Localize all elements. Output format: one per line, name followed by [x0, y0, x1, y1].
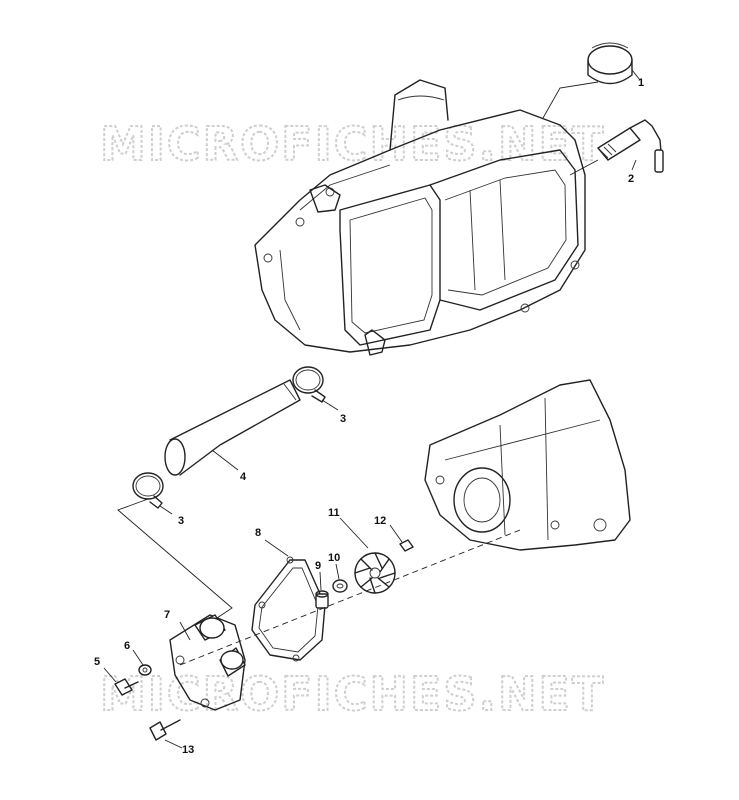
crankcase-assembly [424, 379, 631, 551]
assembly-axis-line [179, 529, 521, 666]
cylinder-head-assembly [254, 79, 586, 356]
callout-10: 10 [328, 552, 340, 564]
callout-1: 1 [638, 77, 644, 89]
callout-5: 5 [94, 656, 100, 668]
part-13-bolt [149, 719, 183, 749]
callout-8: 8 [255, 527, 261, 539]
callout-13: 13 [182, 744, 194, 756]
part-8-pump-gasket [251, 539, 326, 662]
part-12-nut [389, 524, 414, 552]
callout-11: 11 [328, 507, 340, 519]
part-9-seal [315, 571, 329, 609]
part-7-water-pump-cover [169, 614, 246, 711]
part-3-lower-hose-clamp [117, 472, 233, 621]
part-3-upper-hose-clamp [292, 366, 339, 411]
callout-12: 12 [374, 515, 386, 527]
part-10-washer [332, 563, 348, 593]
callout-9: 9 [315, 560, 321, 572]
part-2-temperature-sensor [569, 119, 664, 176]
part-4-coolant-hose [164, 379, 301, 476]
callout-2: 2 [628, 173, 634, 185]
callout-7: 7 [164, 609, 170, 621]
callout-6: 6 [124, 640, 130, 652]
callout-3-upper: 3 [340, 413, 346, 425]
callout-4: 4 [240, 471, 247, 483]
watermark-bottom: MICROFICHES.NET [100, 667, 605, 721]
part-11-impeller [339, 517, 396, 594]
callout-3-lower: 3 [178, 515, 184, 527]
part-5-bolt [103, 667, 139, 696]
part-1-thermostat-cap [542, 42, 641, 119]
watermark-top: MICROFICHES.NET [100, 117, 605, 171]
part-6-washer [132, 649, 152, 676]
